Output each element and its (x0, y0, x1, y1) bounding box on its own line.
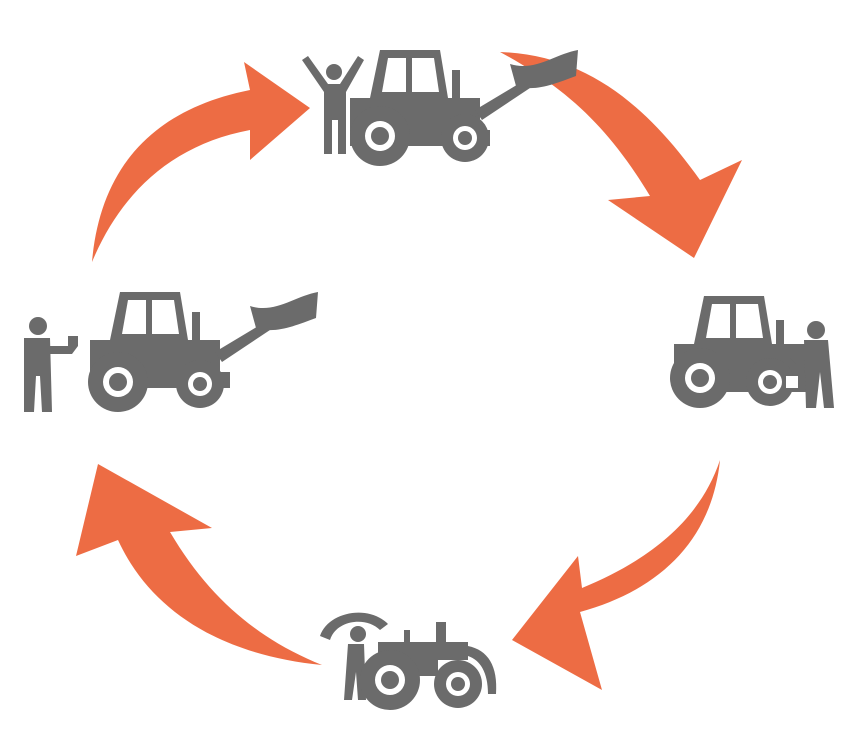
cycle-arrow-left-to-top (92, 62, 310, 262)
painter-spraying-loader-tractor-icon (24, 292, 318, 412)
operator-celebrating-with-loader-tractor-icon (302, 50, 578, 166)
cycle-arrow-top-to-right (500, 52, 742, 258)
cycle-arrow-right-to-bottom (512, 460, 720, 690)
cycle-arrow-bottom-to-left (76, 464, 322, 665)
worker-disassembling-tractor-icon (320, 612, 497, 710)
mechanic-servicing-tractor-engine-icon (670, 296, 834, 408)
